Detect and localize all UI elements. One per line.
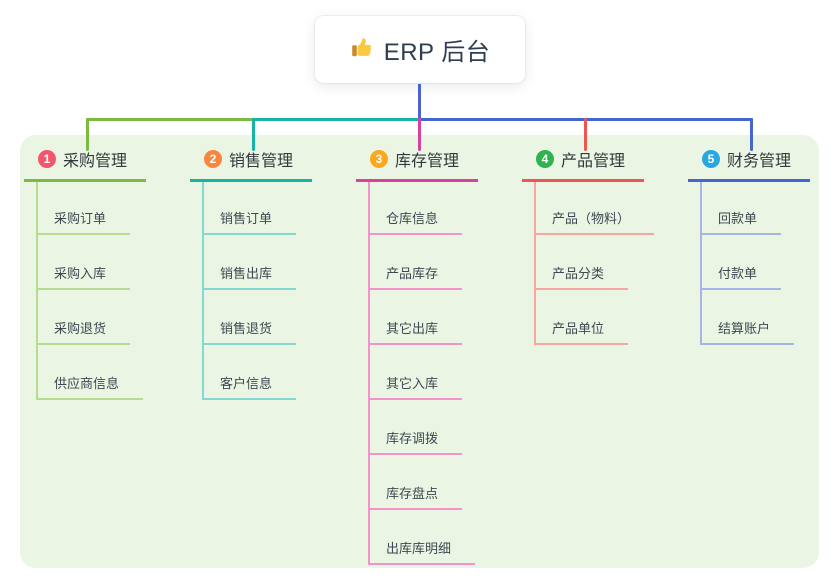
child-node[interactable]: 其它入库 — [356, 347, 520, 402]
child-node[interactable]: 销售出库 — [190, 237, 354, 292]
child-node[interactable]: 仓库信息 — [356, 182, 520, 237]
branch-header-3[interactable]: 3 库存管理 — [356, 147, 478, 182]
child-node[interactable]: 采购入库 — [24, 237, 188, 292]
child-node[interactable]: 销售订单 — [190, 182, 354, 237]
child-node-label: 客户信息 — [202, 376, 297, 400]
child-node-label: 采购订单 — [36, 211, 131, 235]
child-node-label: 产品（物料） — [534, 211, 655, 235]
branch-trunk-line — [700, 182, 702, 345]
branches-panel — [20, 135, 819, 568]
child-node[interactable]: 出库库明细 — [356, 512, 520, 567]
branch-header-4[interactable]: 4 产品管理 — [522, 147, 644, 182]
child-node[interactable]: 产品单位 — [522, 292, 686, 347]
child-node-label: 仓库信息 — [368, 211, 463, 235]
branch-header-1[interactable]: 1 采购管理 — [24, 147, 146, 182]
branch-number-badge: 1 — [38, 150, 56, 168]
child-node-label: 销售出库 — [202, 266, 297, 290]
child-node-label: 采购退货 — [36, 321, 131, 345]
root-node-label: ERP 后台 — [383, 39, 491, 66]
trunk-segment-2 — [252, 118, 421, 121]
branch-children: 回款单付款单结算账户 — [688, 182, 839, 347]
child-node-label: 产品库存 — [368, 266, 463, 290]
child-node[interactable]: 采购订单 — [24, 182, 188, 237]
child-node-label: 库存调拨 — [368, 431, 463, 455]
branch-3: 3 库存管理仓库信息产品库存其它出库其它入库库存调拨库存盘点出库库明细 — [356, 147, 520, 567]
branch-4: 4 产品管理产品（物料） 产品分类产品单位 — [522, 147, 686, 347]
branch-label: 销售管理 — [229, 153, 294, 170]
branch-number-badge: 3 — [370, 150, 388, 168]
branch-children: 销售订单销售出库销售退货客户信息 — [190, 182, 354, 402]
child-node-label: 产品分类 — [534, 266, 629, 290]
child-node-label: 产品单位 — [534, 321, 629, 345]
branch-children: 采购订单采购入库采购退货供应商信息 — [24, 182, 188, 402]
child-node-label: 回款单 — [700, 211, 782, 235]
branch-trunk-line — [368, 182, 370, 565]
child-node-label: 销售退货 — [202, 321, 297, 345]
child-node-label: 结算账户 — [700, 321, 795, 345]
branch-5: 5 财务管理回款单付款单结算账户 — [688, 147, 839, 347]
child-node-label: 库存盘点 — [368, 486, 463, 510]
child-node[interactable]: 销售退货 — [190, 292, 354, 347]
child-node-label: 付款单 — [700, 266, 782, 290]
branch-label: 库存管理 — [395, 153, 460, 170]
child-node-label: 其它出库 — [368, 321, 463, 345]
child-node[interactable]: 产品库存 — [356, 237, 520, 292]
child-node-label: 供应商信息 — [36, 376, 144, 400]
root-node[interactable]: ERP 后台 — [315, 16, 525, 83]
trunk-segment-1 — [86, 118, 255, 121]
thumbs-up-icon — [350, 35, 374, 64]
child-node[interactable]: 库存盘点 — [356, 457, 520, 512]
branch-children: 仓库信息产品库存其它出库其它入库库存调拨库存盘点出库库明细 — [356, 182, 520, 567]
child-node[interactable]: 回款单 — [688, 182, 839, 237]
child-node[interactable]: 产品（物料） — [522, 182, 686, 237]
child-node[interactable]: 付款单 — [688, 237, 839, 292]
branch-header-2[interactable]: 2 销售管理 — [190, 147, 312, 182]
branch-children: 产品（物料） 产品分类产品单位 — [522, 182, 686, 347]
branch-header-5[interactable]: 5 财务管理 — [688, 147, 810, 182]
child-node[interactable]: 库存调拨 — [356, 402, 520, 457]
child-node[interactable]: 供应商信息 — [24, 347, 188, 402]
child-node-label: 销售订单 — [202, 211, 297, 235]
branch-trunk-line — [534, 182, 536, 345]
branch-number-badge: 5 — [702, 150, 720, 168]
branch-trunk-line — [202, 182, 204, 400]
child-node[interactable]: 产品分类 — [522, 237, 686, 292]
branch-label: 采购管理 — [63, 153, 128, 170]
child-node[interactable]: 结算账户 — [688, 292, 839, 347]
child-node[interactable]: 客户信息 — [190, 347, 354, 402]
child-node-label: 出库库明细 — [368, 541, 476, 565]
child-node[interactable]: 采购退货 — [24, 292, 188, 347]
branch-2: 2 销售管理销售订单销售出库销售退货客户信息 — [190, 147, 354, 402]
child-node-label: 其它入库 — [368, 376, 463, 400]
branch-number-badge: 4 — [536, 150, 554, 168]
branch-number-badge: 2 — [204, 150, 222, 168]
child-node-label: 采购入库 — [36, 266, 131, 290]
branch-label: 财务管理 — [727, 153, 792, 170]
branch-label: 产品管理 — [561, 153, 626, 170]
branch-trunk-line — [36, 182, 38, 400]
branch-1: 1 采购管理采购订单采购入库采购退货供应商信息 — [24, 147, 188, 402]
root-connector — [418, 82, 421, 120]
child-node[interactable]: 其它出库 — [356, 292, 520, 347]
trunk-segment-3 — [418, 118, 753, 121]
